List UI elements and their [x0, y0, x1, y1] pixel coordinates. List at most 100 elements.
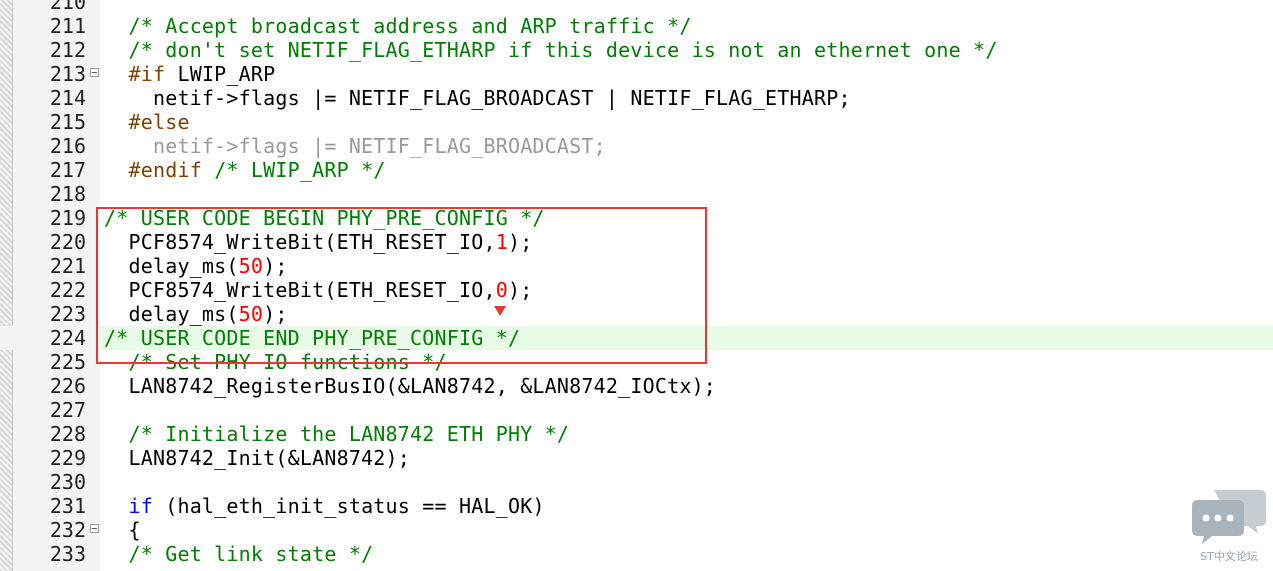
- code-line[interactable]: 210: [0, 0, 1273, 14]
- code-token: LWIP_ARP: [165, 62, 276, 86]
- code-token: [104, 38, 128, 62]
- code-token: /* USER CODE END PHY_PRE_CONFIG */: [104, 326, 521, 350]
- fold-toggle-icon[interactable]: [90, 524, 99, 533]
- code-token: [104, 494, 128, 518]
- line-number: 226: [49, 374, 86, 398]
- line-number: 213: [49, 62, 86, 86]
- code-text: if (hal_eth_init_status == HAL_OK): [104, 494, 545, 518]
- code-text: PCF8574_WriteBit(ETH_RESET_IO,1);: [104, 230, 532, 254]
- line-number: 221: [49, 254, 86, 278]
- code-token: [104, 350, 128, 374]
- code-line[interactable]: 225 /* Set PHY IO functions */: [0, 350, 1273, 374]
- line-number: 231: [49, 494, 86, 518]
- line-number: 215: [49, 110, 86, 134]
- code-line[interactable]: 233 /* Get link state */: [0, 542, 1273, 566]
- code-token: 50: [238, 254, 264, 278]
- forum-watermark: ST中文论坛: [1190, 486, 1268, 566]
- line-number: 224: [49, 326, 86, 350]
- code-text: {: [104, 518, 141, 542]
- line-number: 211: [49, 14, 86, 38]
- code-token: );: [263, 254, 288, 278]
- code-token: [104, 158, 128, 182]
- code-text: #endif /* LWIP_ARP */: [104, 158, 386, 182]
- code-text: /* Set PHY IO functions */: [104, 350, 447, 374]
- line-number: 219: [49, 206, 86, 230]
- code-token: );: [263, 302, 288, 326]
- code-line[interactable]: 224 /* USER CODE END PHY_PRE_CONFIG */: [0, 326, 1273, 350]
- code-line[interactable]: 223 delay_ms(50);: [0, 302, 1273, 326]
- code-token: LAN8742_Init(&LAN8742);: [104, 446, 411, 470]
- line-number: 227: [49, 398, 86, 422]
- code-line[interactable]: 226 LAN8742_RegisterBusIO(&LAN8742, &LAN…: [0, 374, 1273, 398]
- code-token: 0: [495, 278, 508, 302]
- code-token: {: [104, 518, 141, 542]
- code-line[interactable]: 212 /* don't set NETIF_FLAG_ETHARP if th…: [0, 38, 1273, 62]
- code-line[interactable]: 230: [0, 470, 1273, 494]
- code-token: );: [507, 278, 533, 302]
- code-line[interactable]: 219 /* USER CODE BEGIN PHY_PRE_CONFIG */: [0, 206, 1273, 230]
- mouse-cursor-marker: [494, 306, 506, 316]
- code-token: PCF8574_WriteBit(ETH_RESET_IO,: [104, 278, 496, 302]
- watermark-text: ST中文论坛: [1200, 550, 1258, 563]
- code-token: if: [128, 494, 153, 518]
- code-text: LAN8742_RegisterBusIO(&LAN8742, &LAN8742…: [104, 374, 716, 398]
- code-text: /* USER CODE BEGIN PHY_PRE_CONFIG */: [104, 206, 545, 230]
- code-token: netif->flags |= NETIF_FLAG_BROADCAST;: [104, 134, 606, 158]
- code-line[interactable]: 222 PCF8574_WriteBit(ETH_RESET_IO,0);: [0, 278, 1273, 302]
- line-number: 223: [49, 302, 86, 326]
- code-token: LAN8742_RegisterBusIO(&LAN8742, &LAN8742…: [104, 374, 717, 398]
- line-number: 230: [49, 470, 86, 494]
- code-token: 50: [238, 302, 264, 326]
- code-line[interactable]: 213 #if LWIP_ARP: [0, 62, 1273, 86]
- code-text: #else: [104, 110, 190, 134]
- line-number: 228: [49, 422, 86, 446]
- code-token: [104, 62, 128, 86]
- code-line[interactable]: 229 LAN8742_Init(&LAN8742);: [0, 446, 1273, 470]
- fold-toggle-icon[interactable]: [90, 68, 99, 77]
- code-token: [104, 110, 128, 134]
- line-number: 212: [49, 38, 86, 62]
- code-text: /* don't set NETIF_FLAG_ETHARP if this d…: [104, 38, 998, 62]
- line-number: 217: [49, 158, 86, 182]
- code-token: #if: [128, 62, 166, 86]
- code-token: #else: [128, 110, 190, 134]
- code-line[interactable]: 211 /* Accept broadcast address and ARP …: [0, 14, 1273, 38]
- line-number: 229: [49, 446, 86, 470]
- chat-bubbles-icon: [1192, 490, 1266, 544]
- code-token: /* don't set NETIF_FLAG_ETHARP if this d…: [128, 38, 998, 62]
- code-token: /* Initialize the LAN8742 ETH PHY */: [128, 422, 570, 446]
- line-number: 210: [49, 0, 86, 14]
- code-text: netif->flags |= NETIF_FLAG_BROADCAST | N…: [104, 86, 851, 110]
- editor-left-edge: [0, 0, 13, 571]
- code-text: netif->flags |= NETIF_FLAG_BROADCAST;: [104, 134, 606, 158]
- code-token: [202, 158, 214, 182]
- line-number: 214: [49, 86, 86, 110]
- code-line[interactable]: 218: [0, 182, 1273, 206]
- code-token: 1: [495, 230, 508, 254]
- code-token: [104, 14, 128, 38]
- code-token: delay_ms(: [104, 302, 239, 326]
- line-number: 232: [49, 518, 86, 542]
- code-token: /* Set PHY IO functions */: [128, 350, 447, 374]
- code-line[interactable]: 228 /* Initialize the LAN8742 ETH PHY */: [0, 422, 1273, 446]
- code-token: [104, 422, 128, 446]
- code-text: /* Initialize the LAN8742 ETH PHY */: [104, 422, 569, 446]
- code-text: #if LWIP_ARP: [104, 62, 275, 86]
- code-token: );: [507, 230, 533, 254]
- code-text: LAN8742_Init(&LAN8742);: [104, 446, 410, 470]
- code-text: delay_ms(50);: [104, 302, 288, 326]
- code-line[interactable]: 216 netif->flags |= NETIF_FLAG_BROADCAST…: [0, 134, 1273, 158]
- code-line[interactable]: 220 PCF8574_WriteBit(ETH_RESET_IO,1);: [0, 230, 1273, 254]
- code-line[interactable]: 214 netif->flags |= NETIF_FLAG_BROADCAST…: [0, 86, 1273, 110]
- code-line[interactable]: 231 if (hal_eth_init_status == HAL_OK): [0, 494, 1273, 518]
- code-line[interactable]: 227: [0, 398, 1273, 422]
- code-token: /* Get link state */: [128, 542, 374, 566]
- code-token: #endif: [128, 158, 202, 182]
- code-line[interactable]: 217 #endif /* LWIP_ARP */: [0, 158, 1273, 182]
- code-line[interactable]: 221 delay_ms(50);: [0, 254, 1273, 278]
- code-token: netif->flags |= NETIF_FLAG_BROADCAST | N…: [104, 86, 851, 110]
- code-line[interactable]: 232 {: [0, 518, 1273, 542]
- line-number: 222: [49, 278, 86, 302]
- code-line[interactable]: 215 #else: [0, 110, 1273, 134]
